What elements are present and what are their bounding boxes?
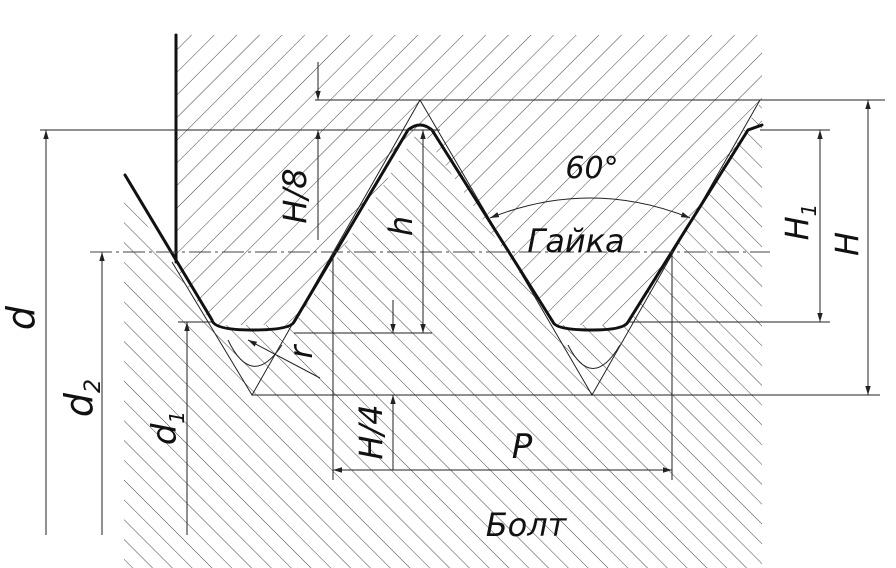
radius-leader: [247, 339, 321, 379]
label-p: P: [512, 427, 533, 467]
label-d: d: [0, 305, 43, 330]
label-h1: H1: [778, 204, 821, 241]
root-arc-right: [567, 344, 621, 369]
label-nut: Гайка: [527, 222, 624, 260]
label-h4: H/4: [352, 404, 390, 459]
label-r: r: [282, 344, 320, 359]
thread-profile: [123, 123, 764, 332]
angle-arc: [489, 197, 691, 219]
label-h8: H/8: [276, 168, 314, 223]
label-bolt: Болт: [486, 506, 568, 544]
label-H: H: [828, 232, 866, 256]
label-h: h: [382, 216, 420, 236]
label-d2: d2: [57, 379, 106, 417]
root-arc-left: [227, 339, 283, 367]
bolt-section: [124, 100, 762, 568]
label-angle: 60°: [565, 151, 618, 186]
label-d1: d1: [145, 411, 189, 445]
